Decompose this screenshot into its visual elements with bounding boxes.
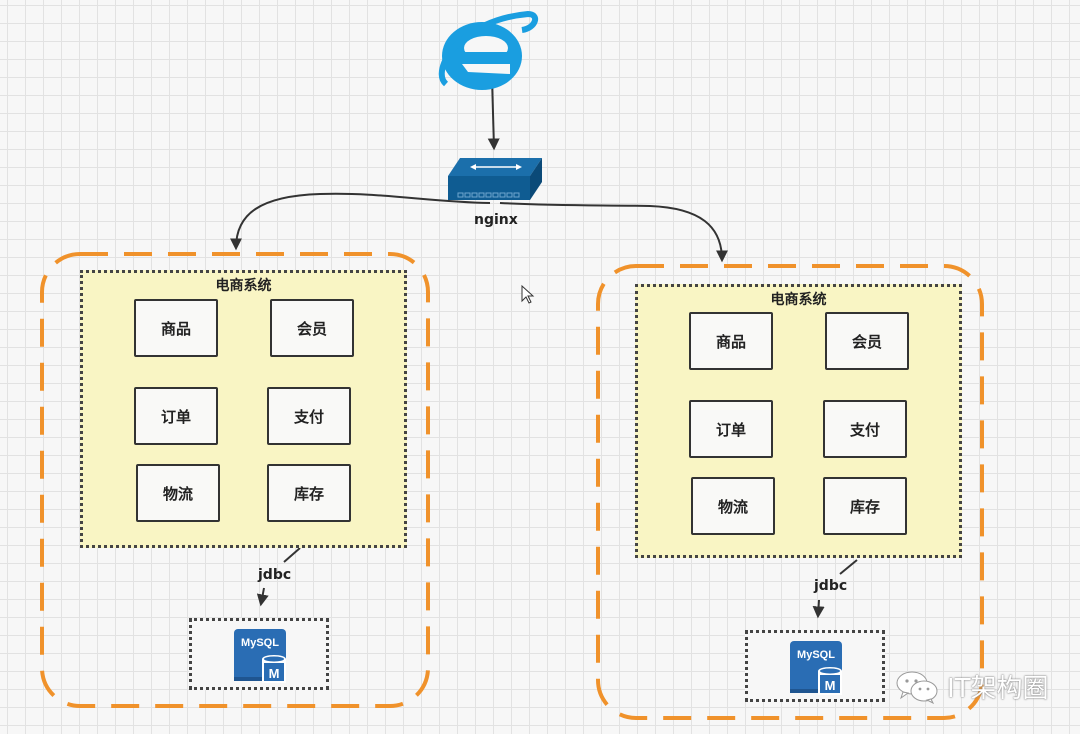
- connector-jdbc-1-arrow: [256, 587, 269, 607]
- mysql-name: MySQL: [241, 637, 279, 649]
- mysql-name: MySQL: [797, 649, 835, 661]
- network-switch-icon: [448, 158, 542, 200]
- mysql-badge: M: [825, 678, 836, 693]
- system-title: 电商系统: [215, 278, 272, 294]
- watermark-text: IT架构圈: [947, 674, 1049, 704]
- jdbc-label: jdbc: [814, 578, 848, 594]
- nginx-label: nginx: [474, 212, 518, 228]
- module-inventory[interactable]: 库存: [823, 477, 907, 535]
- mysql-icon: MySQL M: [790, 641, 842, 695]
- system-box-1: 电商系统 商品 会员 订单 支付 物流 库存: [80, 270, 407, 548]
- jdbc-label: jdbc: [258, 567, 292, 583]
- connector-jdbc-2-arrow: [812, 599, 825, 619]
- mysql-icon: MySQL M: [234, 629, 286, 683]
- module-member[interactable]: 会员: [825, 312, 909, 370]
- module-payment[interactable]: 支付: [823, 400, 907, 458]
- database-box-1[interactable]: MySQL M: [189, 618, 329, 690]
- module-payment[interactable]: 支付: [267, 387, 351, 445]
- mouse-cursor-icon: [521, 284, 535, 304]
- module-logistics[interactable]: 物流: [691, 477, 775, 535]
- module-logistics[interactable]: 物流: [136, 464, 220, 522]
- ie-browser-icon: [438, 10, 539, 90]
- system-box-2: 电商系统 商品 会员 订单 支付 物流 库存: [635, 284, 962, 558]
- module-order[interactable]: 订单: [689, 400, 773, 458]
- module-inventory[interactable]: 库存: [267, 464, 351, 522]
- wechat-icon: [896, 671, 938, 704]
- module-member[interactable]: 会员: [270, 299, 354, 357]
- module-product[interactable]: 商品: [689, 312, 773, 370]
- connector-browser-nginx: [487, 77, 500, 151]
- database-box-2[interactable]: MySQL M: [745, 630, 885, 702]
- connector-nginx-node2: [499, 202, 728, 263]
- watermark: IT架构圈: [895, 668, 1049, 705]
- node-boundary-1: [40, 252, 430, 708]
- connector-jdbc-2: [839, 559, 858, 575]
- connector-jdbc-1: [283, 547, 301, 563]
- module-order[interactable]: 订单: [134, 387, 218, 445]
- mysql-badge: M: [269, 666, 280, 681]
- node-boundary-2: [596, 264, 984, 720]
- module-product[interactable]: 商品: [134, 299, 218, 357]
- system-title: 电商系统: [770, 292, 827, 308]
- connector-nginx-node1: [230, 192, 491, 251]
